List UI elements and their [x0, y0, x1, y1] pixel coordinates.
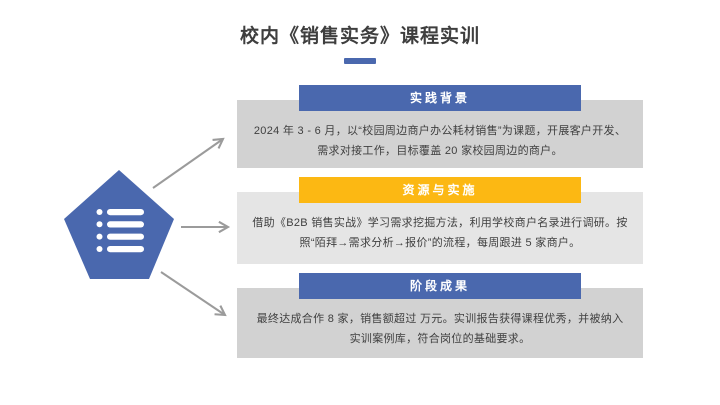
title-underline-bar [344, 58, 376, 64]
section-body-text: 2024 年 3 - 6 月，以“校园周边商户办公耗材销售”为课题，开展客户开发… [253, 125, 627, 157]
section-body-text: 借助《B2B 销售实战》学习需求挖掘方法，利用学校商户名录进行调研。按照“陌拜→… [252, 217, 628, 249]
section-card-background: 实践背景 2024 年 3 - 6 月，以“校园周边商户办公耗材销售”为课题，开… [237, 85, 643, 168]
section-header-badge: 阶段成果 [299, 273, 581, 299]
list-icon [96, 209, 144, 253]
section-card-results: 阶段成果 最终达成合作 8 家，销售额超过 万元。实训报告获得课程优秀，并被纳入… [237, 273, 643, 358]
section-card-resources: 资源与实施 借助《B2B 销售实战》学习需求挖掘方法，利用学校商户名录进行调研。… [237, 177, 643, 264]
arrow-bottom [160, 271, 227, 317]
section-body-text: 最终达成合作 8 家，销售额超过 万元。实训报告获得课程优秀，并被纳入实训案例库… [256, 313, 624, 345]
arrow-top [152, 137, 225, 189]
section-header-badge: 实践背景 [299, 85, 581, 111]
page-title: 校内《销售实务》课程实训 [239, 26, 480, 47]
section-header-badge: 资源与实施 [299, 177, 581, 203]
